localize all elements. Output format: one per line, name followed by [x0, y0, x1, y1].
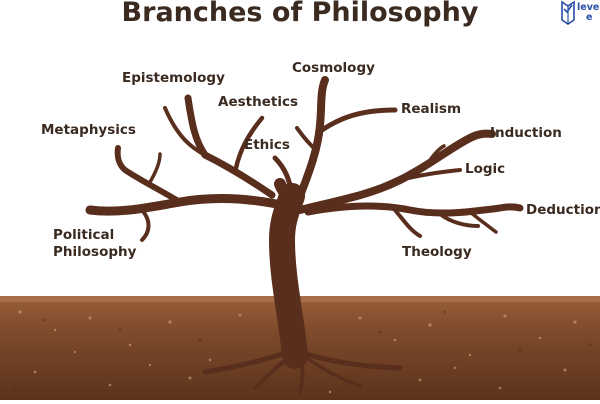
logo-text-line2: e [586, 12, 593, 23]
branch-label-aesthetics: Aesthetics [218, 94, 298, 110]
branch-label-metaphysics: Metaphysics [41, 122, 136, 138]
branch-label-cosmology: Cosmology [292, 60, 375, 76]
branch-label-epistemology: Epistemology [122, 70, 225, 86]
branch-label-induction: Induction [490, 125, 562, 141]
brand-logo: leve e [560, 0, 600, 30]
branch-label-deduction: Deduction [526, 202, 600, 218]
diagram-title: Branches of Philosophy [121, 0, 479, 28]
branch-label-theology: Theology [402, 244, 472, 260]
book-icon [561, 0, 575, 25]
branch-label-realism: Realism [401, 101, 462, 117]
branch-label-ethics: Ethics [244, 137, 290, 153]
branch-label-political-philosophy-line2: Philosophy [53, 244, 137, 260]
logo-text-line1: leve [577, 2, 600, 13]
branch-label-political-philosophy-line1: Political [53, 227, 115, 243]
tree [85, 76, 524, 394]
branch-label-logic: Logic [465, 161, 506, 177]
